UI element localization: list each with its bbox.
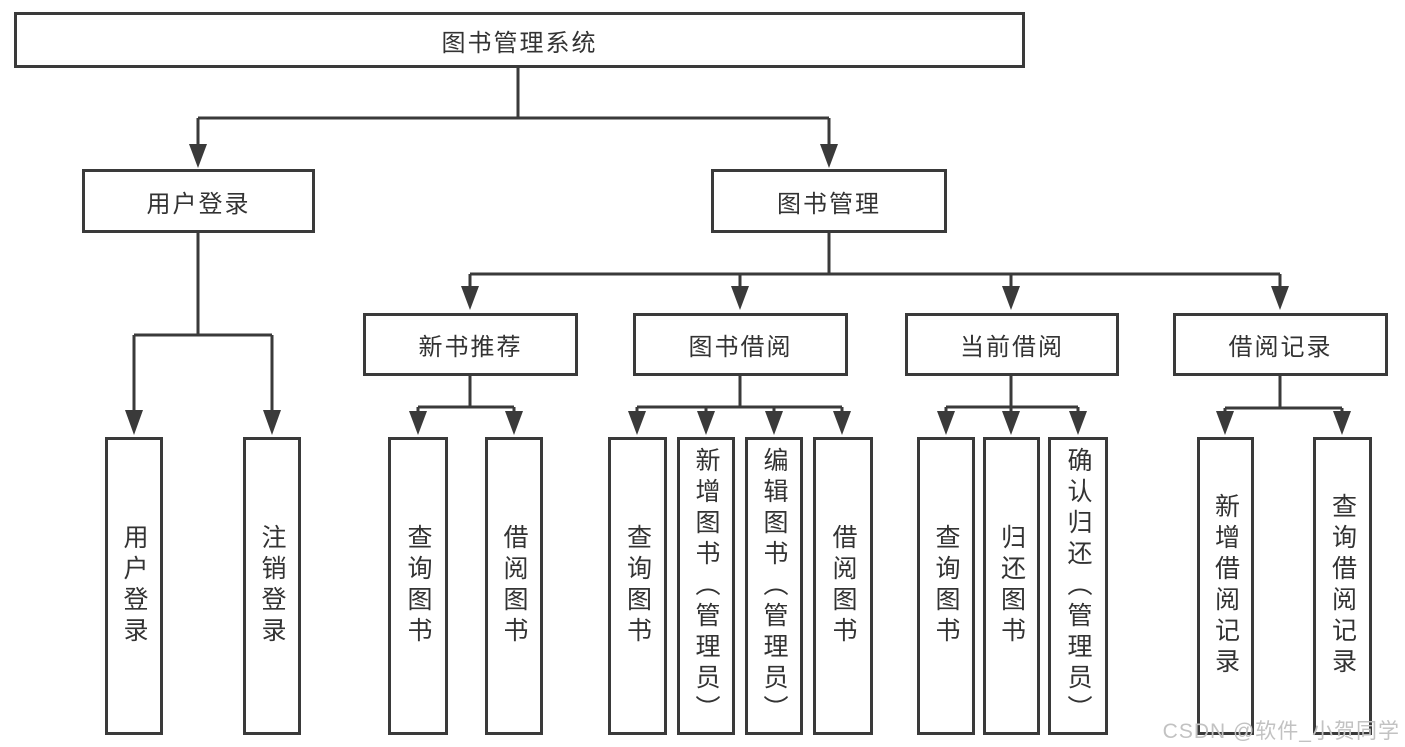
- connector-lines: [132, 68, 1344, 412]
- leaf-logout: 注销登录: [243, 437, 301, 735]
- leaf-user-login: 用户登录: [105, 437, 163, 735]
- node-book-management: 图书管理: [711, 169, 947, 233]
- leaf-current-confirm-return-admin: 确认归还（管理员）: [1048, 437, 1108, 735]
- arrowheads: [125, 144, 1351, 435]
- leaf-borrow-borrow-book: 借阅图书: [813, 437, 873, 735]
- leaf-records-add-record: 新增借阅记录: [1197, 437, 1254, 735]
- leaf-current-return-book: 归还图书: [983, 437, 1040, 735]
- leaf-current-query-book: 查询图书: [917, 437, 975, 735]
- node-book-borrow: 图书借阅: [633, 313, 848, 376]
- leaf-newbooks-query-book: 查询图书: [388, 437, 448, 735]
- leaf-borrow-edit-book-admin: 编辑图书（管理员）: [745, 437, 803, 735]
- node-new-book-recommend: 新书推荐: [363, 313, 578, 376]
- node-library-system: 图书管理系统: [14, 12, 1025, 68]
- node-user-login: 用户登录: [82, 169, 315, 233]
- leaf-borrow-add-book-admin: 新增图书（管理员）: [677, 437, 735, 735]
- csdn-watermark: CSDN @软件_小贺同学: [1162, 720, 1400, 743]
- leaf-borrow-query-book: 查询图书: [608, 437, 667, 735]
- leaf-newbooks-borrow-book: 借阅图书: [485, 437, 543, 735]
- leaf-records-query-record: 查询借阅记录: [1313, 437, 1372, 735]
- node-borrow-records: 借阅记录: [1173, 313, 1388, 376]
- node-current-borrow: 当前借阅: [905, 313, 1119, 376]
